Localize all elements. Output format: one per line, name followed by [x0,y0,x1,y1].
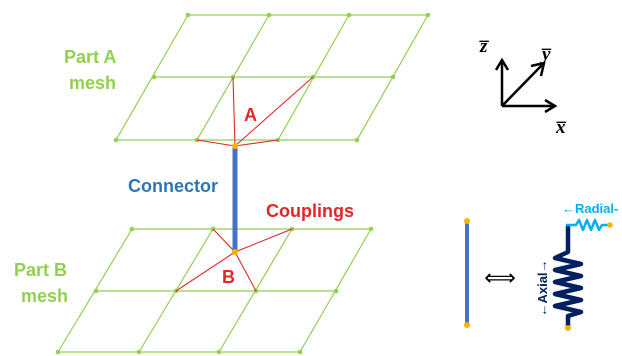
part-b-label-line1: Part B [14,260,67,280]
spring-top-node [607,222,613,228]
y-axis-label: y̅ [540,44,552,65]
part-b-mesh-nodes [55,226,374,355]
couplings-b [175,228,293,292]
part-a-label-line2: mesh [69,73,116,93]
x-axis-label: x̅ [555,117,567,138]
part-b-mesh [57,228,372,353]
radial-label: ←Radial- [562,201,618,216]
part-b-label-line2: mesh [21,286,68,306]
couplings-label: Couplings [266,201,354,221]
connector-label: Connector [128,176,218,196]
z-axis-label: z̅ [479,36,490,57]
axis-triad [494,57,558,114]
connector-node-b [232,249,238,255]
couplings-a [196,76,314,147]
node-b-label: B [222,267,235,287]
part-a-mesh-nodes [113,12,431,143]
axial-label: ←Axial→ [535,259,550,316]
connector-icon-bottom-node [464,322,470,328]
part-a-label-line1: Part A [64,47,116,67]
connector-node-a [232,143,238,149]
connector-icon-top-node [464,218,470,224]
spring-bottom-node [565,325,571,331]
equivalence-symbol: ⟺ [484,266,516,291]
node-a-label: A [244,105,257,125]
part-a-mesh [115,14,429,141]
spring-model [552,218,613,331]
